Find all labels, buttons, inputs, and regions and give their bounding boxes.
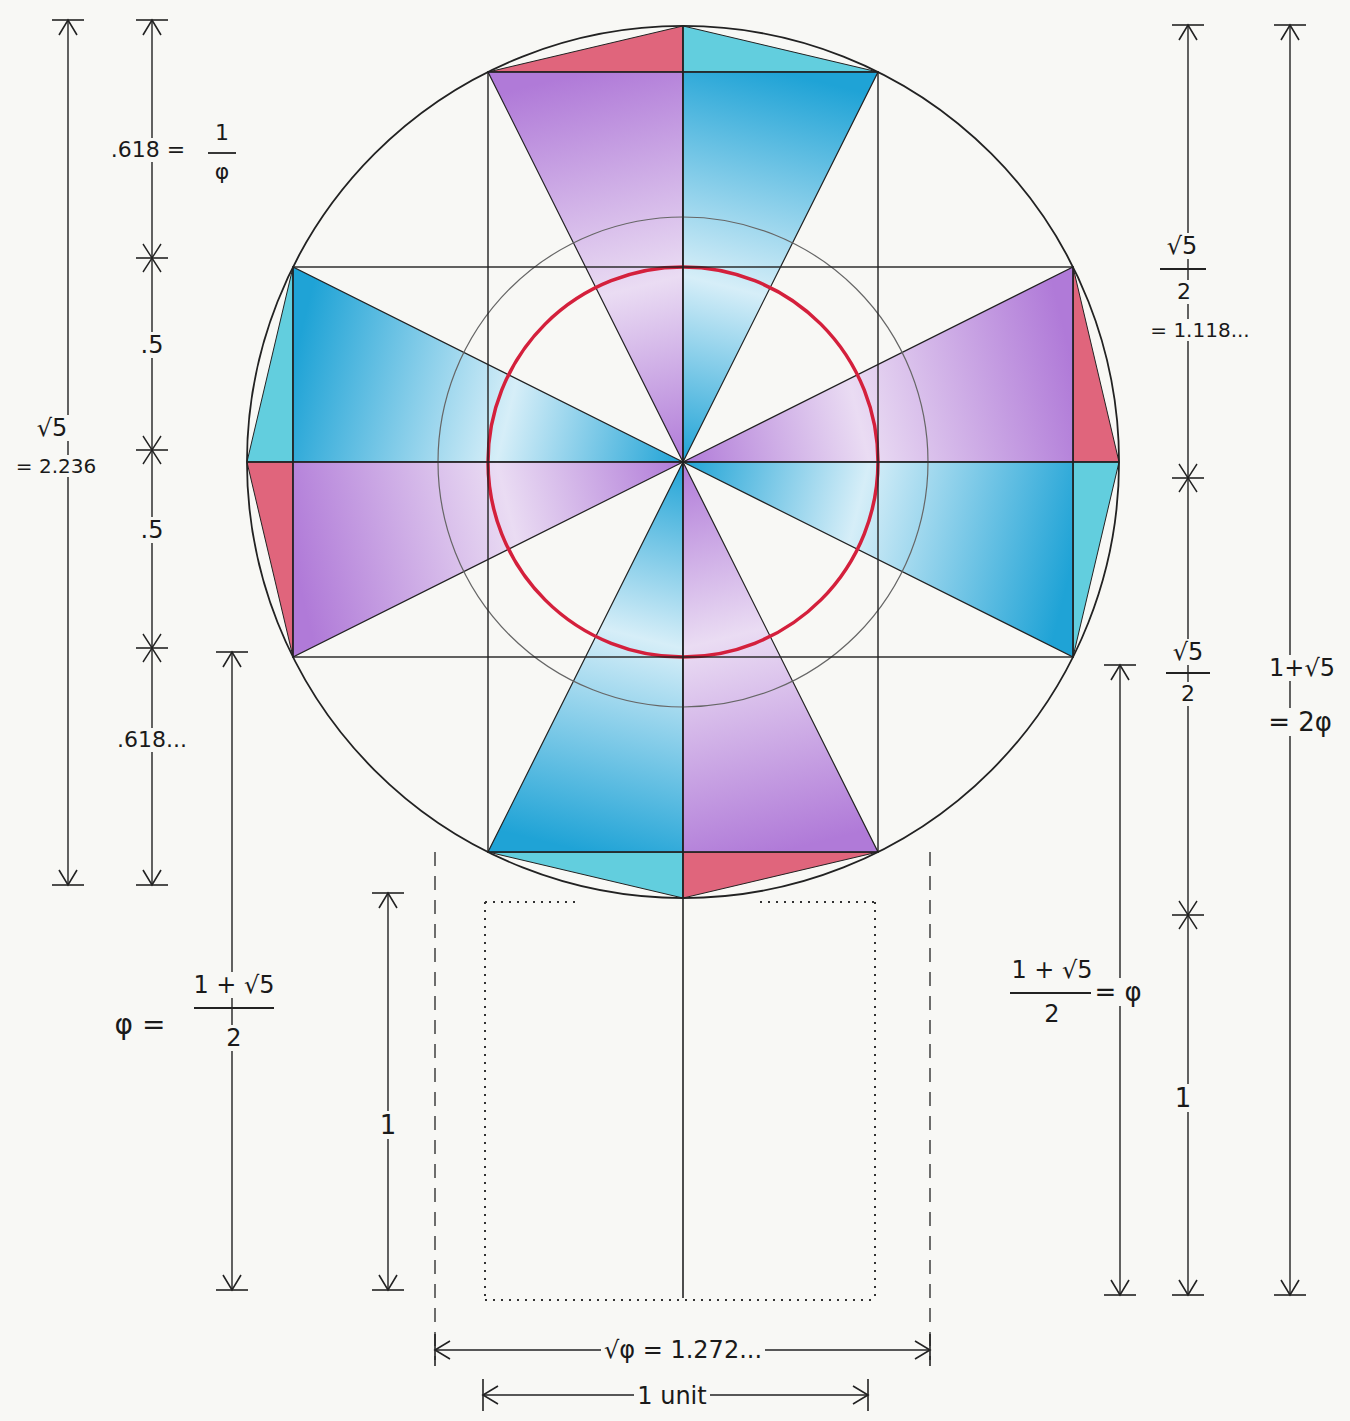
dotted-rect: [874, 902, 876, 1300]
cap-triangle: [247, 267, 293, 462]
arrowhead: [483, 1386, 498, 1404]
tick-mark: [143, 648, 161, 662]
dimension-label: √5: [34, 415, 71, 441]
dimension-line: [67, 20, 68, 885]
dimension-label: 1 + √5: [1008, 957, 1095, 983]
cap-triangle: [488, 852, 683, 898]
dimension-label: = 1.118...: [1147, 319, 1252, 341]
fraction-bar: [194, 1007, 274, 1009]
dimension-label: 2: [1041, 1001, 1062, 1027]
dimension-label: 1: [212, 121, 232, 145]
dimension-label: √φ = 1.272...: [601, 1337, 765, 1363]
dimension-label: 1: [1172, 1084, 1195, 1113]
tick-mark: [143, 450, 161, 464]
dimension-label: .618 =: [108, 138, 188, 162]
dimension-label: √5: [1170, 639, 1207, 665]
arrowhead: [143, 870, 161, 885]
dotted-rect: [484, 902, 486, 1300]
dimension-label: 1+√5: [1266, 655, 1338, 681]
tick-mark: [143, 436, 161, 450]
arrowhead: [143, 20, 161, 35]
dimension-label: .618...: [114, 728, 190, 752]
tick-mark: [1179, 478, 1197, 492]
arrowhead: [379, 1275, 397, 1290]
dashed-guide: [929, 852, 930, 1360]
arrowhead: [1281, 25, 1299, 40]
dimension-label: φ =: [112, 1010, 169, 1041]
cap-triangle: [1073, 267, 1119, 462]
dimension-line: [387, 893, 388, 1290]
cap-triangle: [488, 26, 683, 72]
dimension-label: 1 unit: [634, 1383, 709, 1409]
dimension-label: = 2.236: [13, 455, 99, 477]
arrowhead: [379, 893, 397, 908]
cap-triangle: [683, 852, 878, 898]
arrowhead: [223, 1275, 241, 1290]
dimension-label: √5: [1164, 233, 1201, 259]
dimension-label: .5: [138, 517, 167, 543]
dotted-rect: [485, 1299, 875, 1301]
arrowhead: [1179, 1280, 1197, 1295]
tick-mark: [1179, 915, 1197, 929]
fraction-bar: [208, 152, 236, 154]
cap-triangle: [247, 462, 293, 657]
dimension-label: = φ: [1091, 978, 1144, 1007]
dimension-label: = 2φ: [1265, 708, 1335, 737]
fraction-bar: [1166, 672, 1210, 674]
cap-triangle: [683, 26, 878, 72]
arrowhead: [223, 652, 241, 667]
tick-mark: [143, 634, 161, 648]
arrowhead: [59, 870, 77, 885]
dimension-label: 2: [223, 1025, 244, 1051]
fraction-bar: [1010, 992, 1096, 994]
fraction-bar: [1160, 268, 1206, 270]
arrowhead: [1111, 1280, 1129, 1295]
dimension-label: 2: [1178, 682, 1198, 706]
dimension-label: 2: [1174, 280, 1194, 304]
center-axis: [682, 26, 684, 1298]
tick-mark: [143, 244, 161, 258]
dotted-rect: [485, 901, 575, 903]
dotted-rect: [760, 901, 875, 903]
dashed-guide: [434, 852, 435, 1360]
cap-triangle: [1073, 462, 1119, 657]
dimension-label: 1 + √5: [190, 972, 277, 998]
tick-mark: [1179, 901, 1197, 915]
tick-mark: [1179, 464, 1197, 478]
arrowhead: [1281, 1280, 1299, 1295]
arrowhead: [435, 1341, 450, 1359]
arrowhead: [915, 1341, 930, 1359]
tick-mark: [143, 258, 161, 272]
arrowhead: [59, 20, 77, 35]
dimension-label: φ: [212, 160, 233, 184]
arrowhead: [853, 1386, 868, 1404]
horizontal-axis: [247, 461, 1119, 462]
dimension-label: .5: [138, 332, 167, 358]
arrowhead: [1111, 665, 1129, 680]
arrowhead: [1179, 25, 1197, 40]
dimension-label: 1: [377, 1111, 400, 1140]
